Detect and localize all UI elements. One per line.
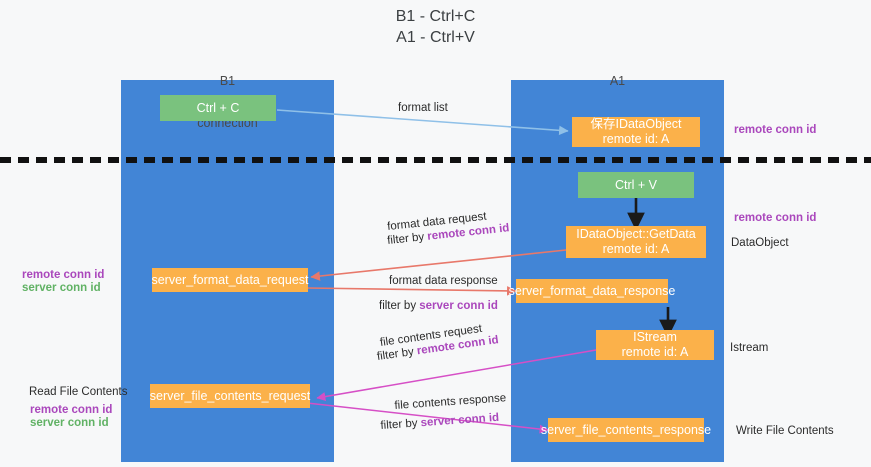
arrow-format-data-response	[306, 286, 517, 296]
box-ctrl-c[interactable]: Ctrl + C	[160, 95, 276, 121]
edge-label-format-data-response: format data response	[389, 275, 498, 287]
annotation-left-server-conn-id: server conn id	[22, 282, 101, 294]
filter-prefix: filter by	[379, 300, 420, 312]
annotation-left-read-file-contents: Read File Contents	[29, 386, 128, 398]
annotation-right-istream: Istream	[730, 342, 769, 354]
edge-label-format-data-response-filter: filter by server conn id	[379, 299, 498, 313]
column-header-a1-name: A1	[609, 74, 626, 88]
filter-key: server conn id	[419, 300, 498, 312]
annotation-left-remote-conn-id-2: remote conn id	[30, 404, 113, 416]
filter-prefix: filter by	[380, 417, 422, 433]
edge-label-file-contents-response-filter: filter by server conn id	[380, 411, 500, 433]
annotation-left-remote-conn-id: remote conn id	[22, 269, 105, 281]
box-idataobject-getdata[interactable]: IDataObject::GetData remote id: A	[566, 226, 706, 258]
edge-label-format-list: format list	[398, 102, 448, 114]
column-header-b1-name: B1	[219, 74, 236, 88]
box-idataobject-top[interactable]: 保存IDataObject remote id: A	[572, 117, 700, 147]
annotation-right-write-file-contents: Write File Contents	[736, 425, 834, 437]
box-server-format-data-response[interactable]: server_format_data_response	[509, 279, 675, 303]
annotation-right-remote-conn-id-top: remote conn id	[734, 124, 817, 136]
box-server-file-contents-request[interactable]: server_file_contents_request	[150, 384, 310, 408]
annotation-right-dataobject: DataObject	[731, 237, 789, 249]
page-title: B1 - Ctrl+C A1 - Ctrl+V	[395, 8, 476, 46]
filter-key: server conn id	[420, 411, 500, 430]
box-server-file-contents-response[interactable]: server_file_contents_response	[541, 418, 711, 442]
box-istream[interactable]: IStream remote id: A	[596, 330, 714, 360]
box-ctrl-v[interactable]: Ctrl + V	[578, 172, 694, 198]
filter-prefix: filter by	[376, 345, 418, 364]
phase-divider	[0, 157, 871, 163]
annotation-right-remote-conn-id-mid: remote conn id	[734, 212, 817, 224]
filter-prefix: filter by	[386, 230, 428, 248]
edge-label-file-contents-response: file contents response	[394, 392, 507, 413]
box-server-format-data-request[interactable]: server_format_data_request	[151, 268, 309, 292]
annotation-left-server-conn-id-2: server conn id	[30, 417, 109, 429]
